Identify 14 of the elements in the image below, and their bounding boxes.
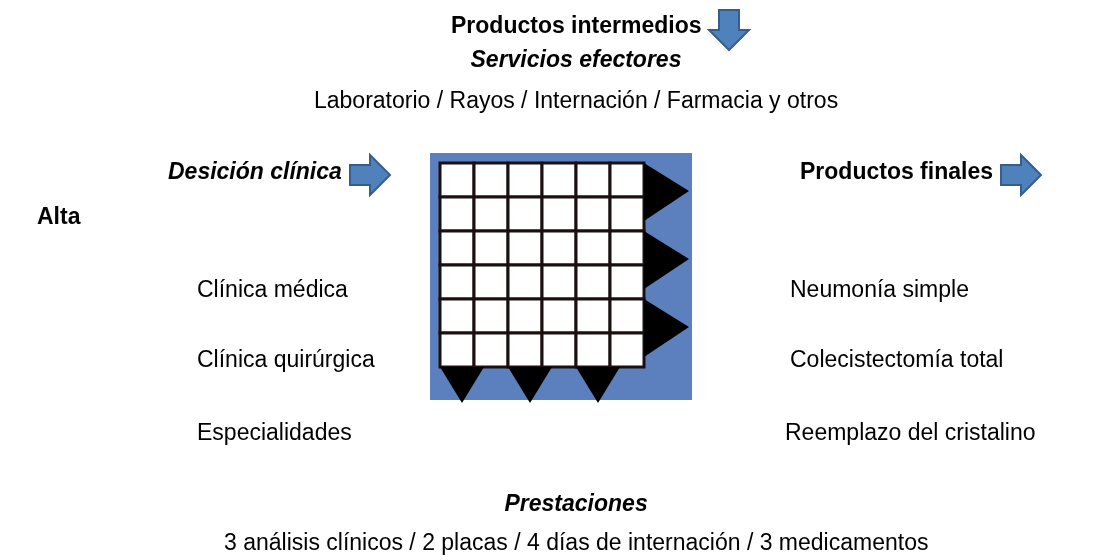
list-text: 3 análisis clínicos / 2 placas / 4 días de internación / 3 medicamentos (224, 529, 929, 557)
category-label: Clínica quirúrgica (197, 346, 375, 374)
heading-text: Desición clínica (168, 158, 342, 186)
category-label: Especialidades (197, 419, 352, 447)
heading-text: Alta (37, 203, 81, 231)
heading-text: Productos intermedios (451, 12, 702, 40)
heading-text: Prestaciones (504, 490, 648, 518)
category-label: Clínica médica (197, 276, 348, 304)
heading-text: Productos finales (800, 158, 993, 186)
product-label: Neumonía simple (790, 276, 969, 304)
list-text: Laboratorio / Rayos / Internación / Farmacia y otros (314, 87, 839, 115)
product-label: Colecistectomía total (790, 346, 1004, 374)
subheading-text: Servicios efectores (470, 46, 682, 74)
product-label: Reemplazo del cristalino (785, 419, 1036, 447)
